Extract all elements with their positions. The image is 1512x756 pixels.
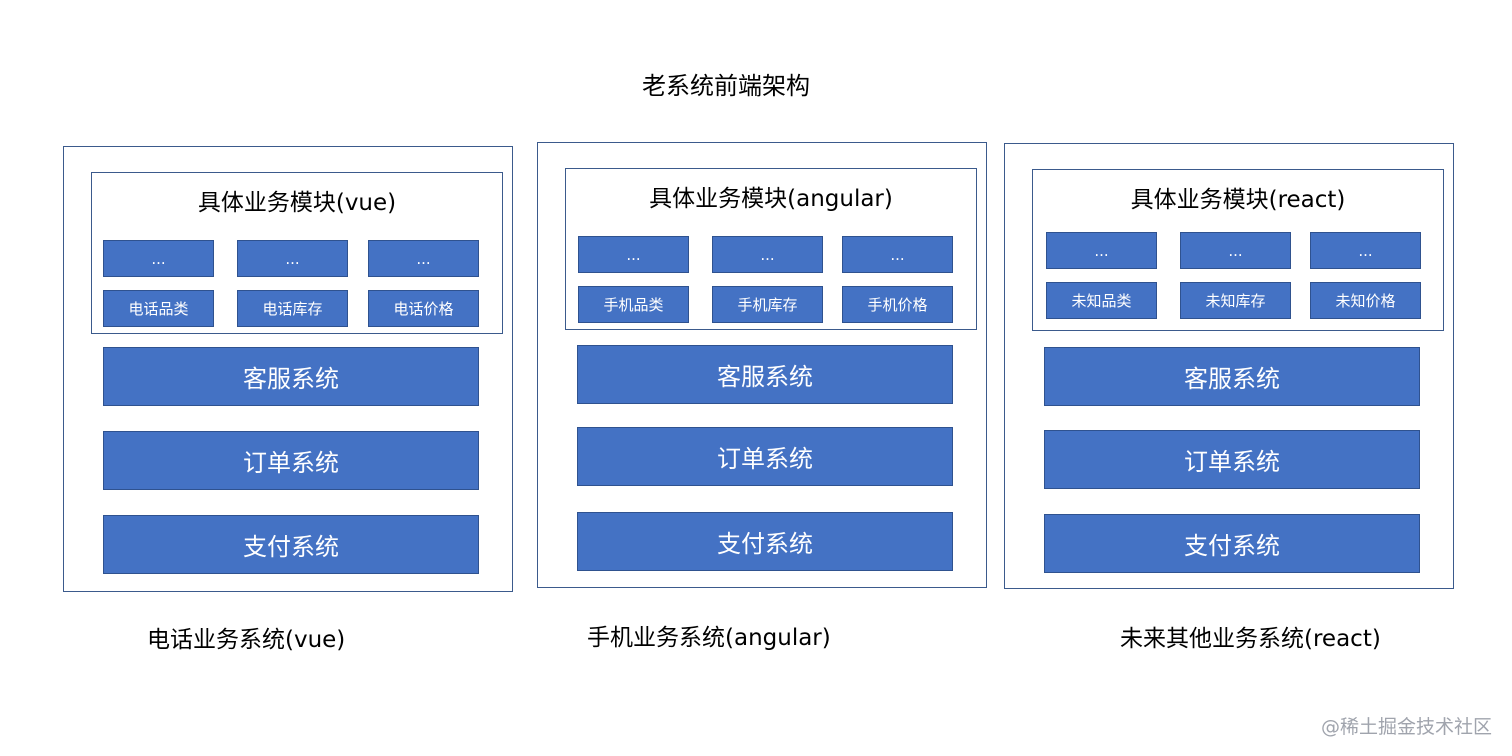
system-box: 订单系统 (1044, 430, 1420, 489)
module-box: 电话库存 (237, 290, 348, 327)
module-box: ... (237, 240, 348, 277)
module-box: 电话价格 (368, 290, 479, 327)
module-title: 具体业务模块(react) (1130, 187, 1346, 213)
system-box: 支付系统 (577, 512, 953, 571)
module-title: 具体业务模块(vue) (197, 190, 397, 216)
module-box: 未知品类 (1046, 282, 1157, 319)
system-box: 订单系统 (577, 427, 953, 486)
panel-phone-business: 具体业务模块(vue) ... ... ... 电话品类 电话库存 电话价格 客… (63, 146, 513, 592)
system-box: 支付系统 (1044, 514, 1420, 573)
caption-future-business: 未来其他业务系统(react) (1120, 626, 1381, 652)
business-module-group: 具体业务模块(react) ... ... ... 未知品类 未知库存 未知价格 (1032, 169, 1444, 331)
module-box: ... (712, 236, 823, 273)
module-title: 具体业务模块(angular) (649, 186, 893, 212)
module-box: ... (103, 240, 214, 277)
module-box: 未知价格 (1310, 282, 1421, 319)
module-box: ... (578, 236, 689, 273)
business-module-group: 具体业务模块(angular) ... ... ... 手机品类 手机库存 手机… (565, 168, 977, 330)
module-box: 手机库存 (712, 286, 823, 323)
panel-mobile-business: 具体业务模块(angular) ... ... ... 手机品类 手机库存 手机… (537, 142, 987, 588)
caption-mobile-business: 手机业务系统(angular) (587, 625, 831, 651)
diagram-title: 老系统前端架构 (642, 72, 810, 100)
module-box: ... (1180, 232, 1291, 269)
module-box: 手机品类 (578, 286, 689, 323)
module-box: ... (1310, 232, 1421, 269)
module-box: ... (842, 236, 953, 273)
caption-phone-business: 电话业务系统(vue) (147, 627, 346, 653)
system-box: 客服系统 (577, 345, 953, 404)
system-box: 支付系统 (103, 515, 479, 574)
module-box: 电话品类 (103, 290, 214, 327)
module-box: ... (368, 240, 479, 277)
system-box: 订单系统 (103, 431, 479, 490)
module-box: 手机价格 (842, 286, 953, 323)
business-module-group: 具体业务模块(vue) ... ... ... 电话品类 电话库存 电话价格 (91, 172, 503, 334)
system-box: 客服系统 (103, 347, 479, 406)
module-box: 未知库存 (1180, 282, 1291, 319)
watermark: @稀土掘金技术社区 (1320, 716, 1492, 738)
module-box: ... (1046, 232, 1157, 269)
system-box: 客服系统 (1044, 347, 1420, 406)
panel-future-business: 具体业务模块(react) ... ... ... 未知品类 未知库存 未知价格… (1004, 143, 1454, 589)
